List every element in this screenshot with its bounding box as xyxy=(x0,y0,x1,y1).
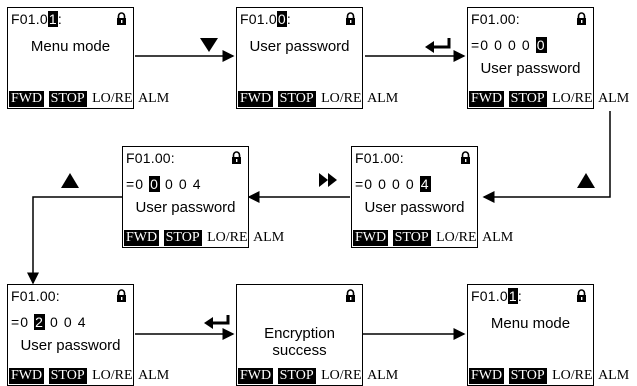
status-bar: FWD STOP LO/RE ALM xyxy=(469,91,630,107)
lcd-panel-menu-mode-2: F01.01: Menu mode FWD STOP LO/RE ALM xyxy=(467,284,630,386)
function-code: F01.01: xyxy=(471,288,522,304)
status-bar: FWD STOP LO/RE ALM xyxy=(353,230,514,246)
display-text: Encryption success xyxy=(264,325,335,359)
display-text: Menu mode xyxy=(490,315,571,332)
password-value: =0 2 0 0 4 xyxy=(11,314,87,330)
display-text: User password xyxy=(135,199,236,216)
connector-p5-p6 xyxy=(27,196,122,285)
down-key-icon xyxy=(200,38,218,52)
lock-icon xyxy=(576,289,587,302)
display-text: User password xyxy=(249,38,350,55)
lcd-panel-encryption-success: Encryption success FWD STOP LO/RE ALM xyxy=(236,284,399,386)
lcd-panel-user-password: F01.00: User password FWD STOP LO/RE ALM xyxy=(236,7,399,109)
up-key-icon xyxy=(577,173,595,188)
function-code: F01.00: xyxy=(240,11,291,27)
cursor-digit: 4 xyxy=(419,176,431,192)
lcd-panel-password-entry-2: F01.00: =0 0 0 0 4 User password FWD STO… xyxy=(351,146,514,248)
lcd-panel-password-entry-4: F01.00: =0 2 0 0 4 User password FWD STO… xyxy=(7,284,170,386)
lcd-panel-menu-mode: F01.01: Menu mode FWD STOP LO/RE ALM xyxy=(7,7,170,109)
function-code: F01.00: xyxy=(11,288,60,304)
lock-icon xyxy=(116,12,127,25)
password-value: =0 0 0 0 4 xyxy=(126,176,202,192)
display-text: User password xyxy=(20,337,121,354)
function-code: F01.00: xyxy=(355,150,404,166)
cursor-digit: 0 xyxy=(149,176,161,192)
cursor-digit: 0 xyxy=(276,11,287,27)
status-bar: FWD STOP LO/RE ALM xyxy=(469,368,630,384)
cursor-digit: 0 xyxy=(535,37,547,53)
shift-key-icon xyxy=(319,173,337,187)
lock-icon xyxy=(345,12,356,25)
status-bar: FWD STOP LO/RE ALM xyxy=(238,368,399,384)
status-bar: FWD STOP LO/RE ALM xyxy=(238,91,399,107)
status-bar: FWD STOP LO/RE ALM xyxy=(124,230,285,246)
function-code: F01.01: xyxy=(11,11,62,27)
lock-icon xyxy=(116,289,127,302)
function-code: F01.00: xyxy=(126,150,175,166)
display-text: User password xyxy=(364,199,465,216)
function-code: F01.00: xyxy=(471,11,520,27)
lcd-panel-password-entry-3: F01.00: =0 0 0 0 4 User password FWD STO… xyxy=(122,146,285,248)
lock-icon xyxy=(460,151,471,164)
lock-icon xyxy=(231,151,242,164)
lcd-panel-password-entry-1: F01.00: =0 0 0 0 0 User password FWD STO… xyxy=(467,7,630,109)
status-bar: FWD STOP LO/RE ALM xyxy=(9,368,170,384)
display-text: User password xyxy=(480,60,581,77)
up-key-icon-2 xyxy=(61,173,79,188)
cursor-digit: 1 xyxy=(507,288,518,304)
cursor-digit: 1 xyxy=(47,11,58,27)
password-value: =0 0 0 0 4 xyxy=(355,176,431,192)
password-value: =0 0 0 0 0 xyxy=(471,37,547,53)
status-bar: FWD STOP LO/RE ALM xyxy=(9,91,170,107)
cursor-digit: 2 xyxy=(34,314,46,330)
enter-key-icon xyxy=(425,38,451,53)
lock-icon xyxy=(576,12,587,25)
enter-key-icon-2 xyxy=(204,315,230,329)
display-text: Menu mode xyxy=(30,38,111,55)
lock-icon xyxy=(345,289,356,302)
connector-p3-p4 xyxy=(482,111,611,203)
